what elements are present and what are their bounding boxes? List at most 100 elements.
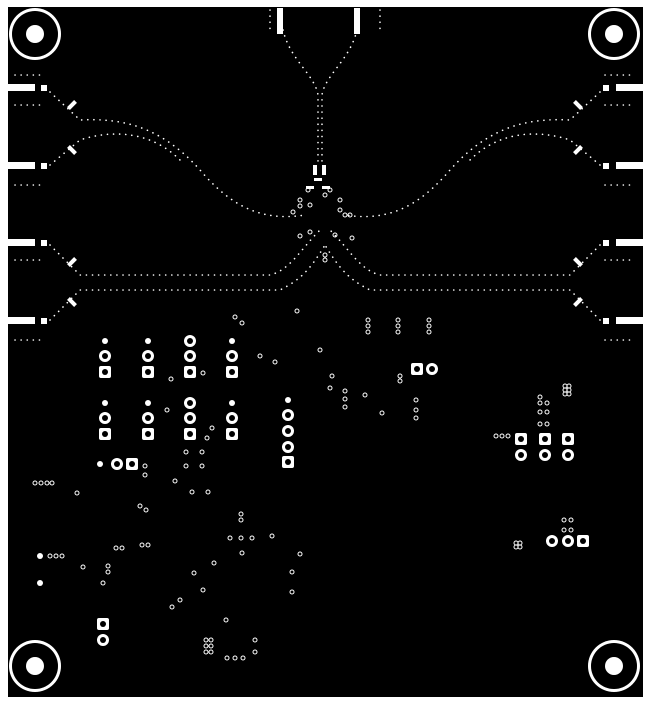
pad-icon [429,366,435,372]
via-icon [209,425,215,431]
pad-icon [187,415,193,421]
via-icon [395,317,401,323]
via-icon [227,535,233,541]
via-icon [238,511,244,517]
via-icon [329,373,335,379]
pad-icon [67,297,77,307]
via-icon [199,449,205,455]
pad-icon [573,297,583,307]
via-icon [142,463,148,469]
via-icon [517,544,523,550]
pad-icon [187,353,193,359]
via-icon [204,435,210,441]
via-icon [307,202,313,208]
via-icon [143,507,149,513]
via-icon [505,433,511,439]
pad-icon [313,165,317,175]
via-icon [365,329,371,335]
pad-icon [67,145,77,155]
pad-icon [573,100,583,110]
via-icon [365,323,371,329]
via-icon [80,564,86,570]
component-pads [32,187,589,661]
via-icon [205,489,211,495]
pad-icon [285,397,291,403]
via-icon [240,655,246,661]
pad-icon [565,538,571,544]
pad-icon [145,400,151,406]
pad-icon [102,400,108,406]
via-icon [142,472,148,478]
via-icon [537,409,543,415]
via-stitch-trace [469,133,601,166]
pad-icon [102,353,108,359]
pad-icon [322,186,330,189]
pad-icon [37,580,43,586]
via-icon [566,391,572,397]
via-icon [342,396,348,402]
via-icon [322,257,328,263]
via-icon [172,478,178,484]
edge-connector-icon [8,162,35,169]
via-icon [223,617,229,623]
pad-icon [285,412,291,418]
pad-icon [603,240,609,246]
mounting-holes [9,8,640,692]
via-icon [232,655,238,661]
pad-icon [573,257,583,267]
edge-connector-icon [616,239,643,246]
via-icon [238,517,244,523]
via-icon [145,542,151,548]
via-icon [426,329,432,335]
via-icon [297,233,303,239]
via-icon [397,378,403,384]
via-icon [327,385,333,391]
via-icon [168,376,174,382]
via-icon [211,560,217,566]
pad-icon [414,366,420,372]
pad-icon [518,436,524,442]
pad-icon [580,538,586,544]
edge-connector-icon [8,317,35,324]
via-icon [239,320,245,326]
via-icon [232,314,238,320]
via-icon [305,187,311,193]
via-icon [337,197,343,203]
pad-icon [41,318,47,324]
via-icon [322,252,328,258]
via-icon [349,235,355,241]
edge-connector-icon [8,84,35,91]
via-icon [342,212,348,218]
via-stitch-trace [344,91,601,218]
via-icon [200,587,206,593]
via-icon [413,407,419,413]
via-icon [105,569,111,575]
edge-connector-icon [616,84,643,91]
via-icon [199,463,205,469]
via-icon [297,197,303,203]
stitched-traces [14,9,636,341]
pad-icon [187,369,193,375]
via-icon [53,553,59,559]
via-icon [208,649,214,655]
via-icon [113,545,119,551]
pad-icon [145,338,151,344]
via-icon [32,480,38,486]
pad-icon [102,369,108,375]
mounting-hole-icon [26,25,44,43]
via-icon [426,323,432,329]
via-icon [203,643,209,649]
via-icon [362,392,368,398]
pad-icon [114,461,120,467]
via-icon [203,649,209,655]
via-icon [544,421,550,427]
via-icon [568,527,574,533]
via-icon [397,373,403,379]
pad-icon [573,145,583,155]
pad-icon [97,461,103,467]
pad-icon [67,257,77,267]
via-icon [332,232,338,238]
pad-icon [100,637,106,643]
edge-connector-icon [277,8,283,34]
via-icon [164,407,170,413]
